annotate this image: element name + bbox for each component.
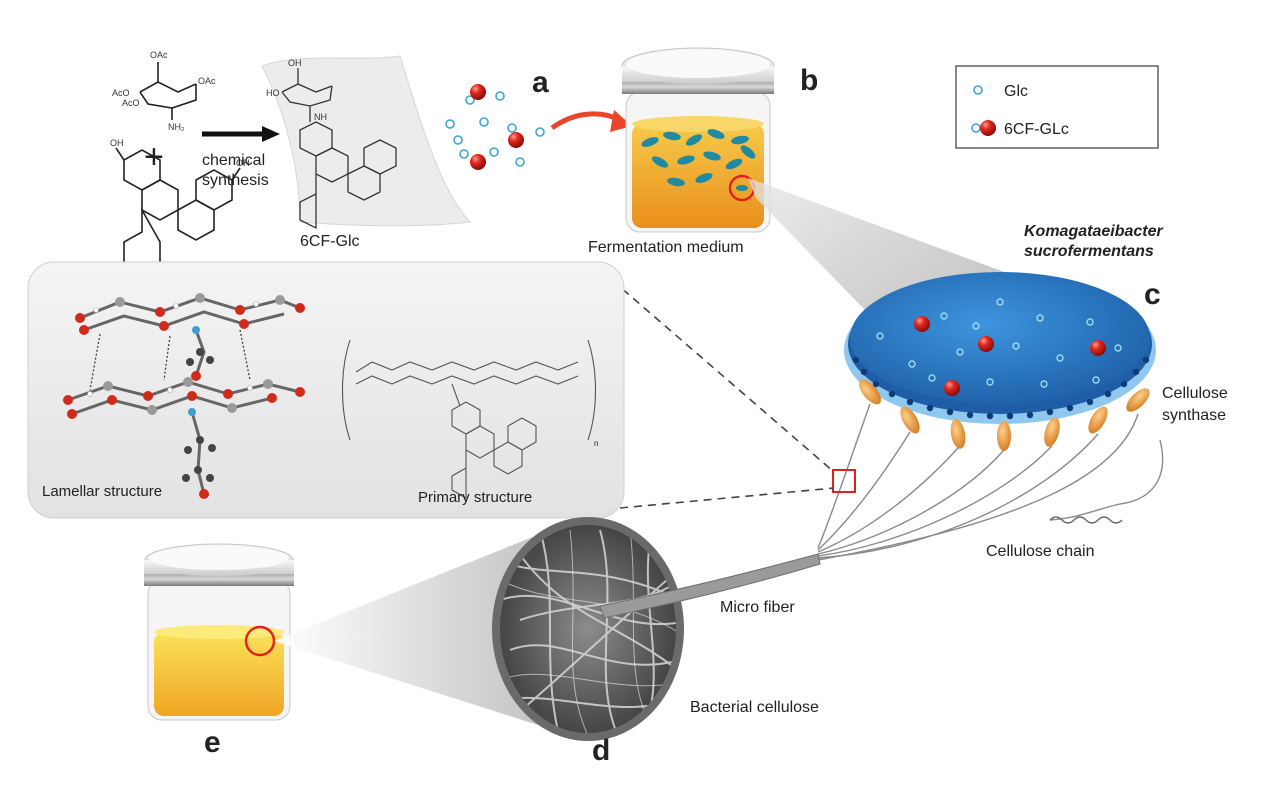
primary-structure-label: Primary structure	[418, 489, 532, 506]
atom-aco-left1: AcO	[112, 88, 130, 98]
bacterial-cell-membrane	[844, 272, 1156, 424]
atom-oac-right: OAc	[198, 76, 216, 86]
cellulose-chains	[817, 403, 1164, 561]
lamellar-structure-model	[63, 293, 305, 499]
fermentation-jar	[621, 47, 775, 233]
atom-oh-1: OH	[110, 138, 124, 148]
micro-fiber-bundle	[599, 553, 821, 619]
legend-box: Glc 6CF-GLc	[955, 65, 1159, 149]
synthesis-arrow	[202, 126, 280, 142]
fermentation-medium-label: Fermentation medium	[588, 239, 744, 256]
product-atom-nh: NH	[314, 112, 327, 122]
lamellar-structure-label: Lamellar structure	[42, 483, 162, 500]
panel-label-e: e	[204, 726, 221, 759]
cellulose-synthase-label-2: synthase	[1162, 407, 1226, 424]
panel-label-d: d	[592, 734, 610, 767]
primary-structure-model	[342, 339, 596, 499]
product-atom-ho: HO	[266, 88, 280, 98]
inset-connector-lines	[611, 279, 835, 509]
panel-label-c: c	[1144, 278, 1161, 311]
bacterial-cellulose-label: Bacterial cellulose	[690, 699, 819, 716]
structure-inset-panel	[27, 261, 625, 519]
panel-label-a: a	[532, 66, 549, 99]
organism-name-line2: sucrofermentans	[1024, 243, 1154, 260]
primary-structure-subscript-n: n	[594, 439, 598, 448]
highlight-box	[832, 469, 856, 493]
cellulose-chain-label: Cellulose chain	[986, 543, 1095, 560]
atom-oac-top: OAc	[150, 50, 168, 60]
product-6cf-glc-structure	[281, 68, 397, 230]
cellulose-synthase-label-1: Cellulose	[1162, 385, 1228, 402]
atom-nh2: NH₂	[168, 122, 185, 132]
atom-aco-left2: AcO	[122, 98, 140, 108]
product-jar	[144, 543, 294, 721]
legend-glc-marker	[973, 85, 983, 95]
legend-6cf-glc-label: 6CF-GLc	[1004, 121, 1069, 138]
arrow-label-chemical: chemical	[202, 152, 265, 169]
glucosamine-structure	[139, 62, 197, 120]
legend-6cf-glc-marker	[980, 120, 996, 136]
atom-oh-2: OH	[236, 158, 250, 168]
product-atom-oh: OH	[288, 58, 302, 68]
panel-label-b: b	[800, 64, 818, 97]
bacterial-cellulose-sem-disk	[492, 517, 684, 741]
product-paper-sheet	[261, 55, 472, 227]
zoom-cone-fiber	[274, 526, 560, 732]
organism-name-line1: Komagataeibacter	[1024, 223, 1163, 240]
product-label-6cf-glc: 6CF-Glc	[300, 233, 360, 250]
molecule-cloud	[445, 84, 545, 170]
cellulose-synthase-complexes	[858, 379, 1150, 451]
arrow-label-synthesis: synthesis	[202, 172, 269, 189]
micro-fiber-label: Micro fiber	[720, 599, 795, 616]
feed-arrow	[550, 110, 632, 132]
legend-glc-label: Glc	[1004, 83, 1028, 100]
